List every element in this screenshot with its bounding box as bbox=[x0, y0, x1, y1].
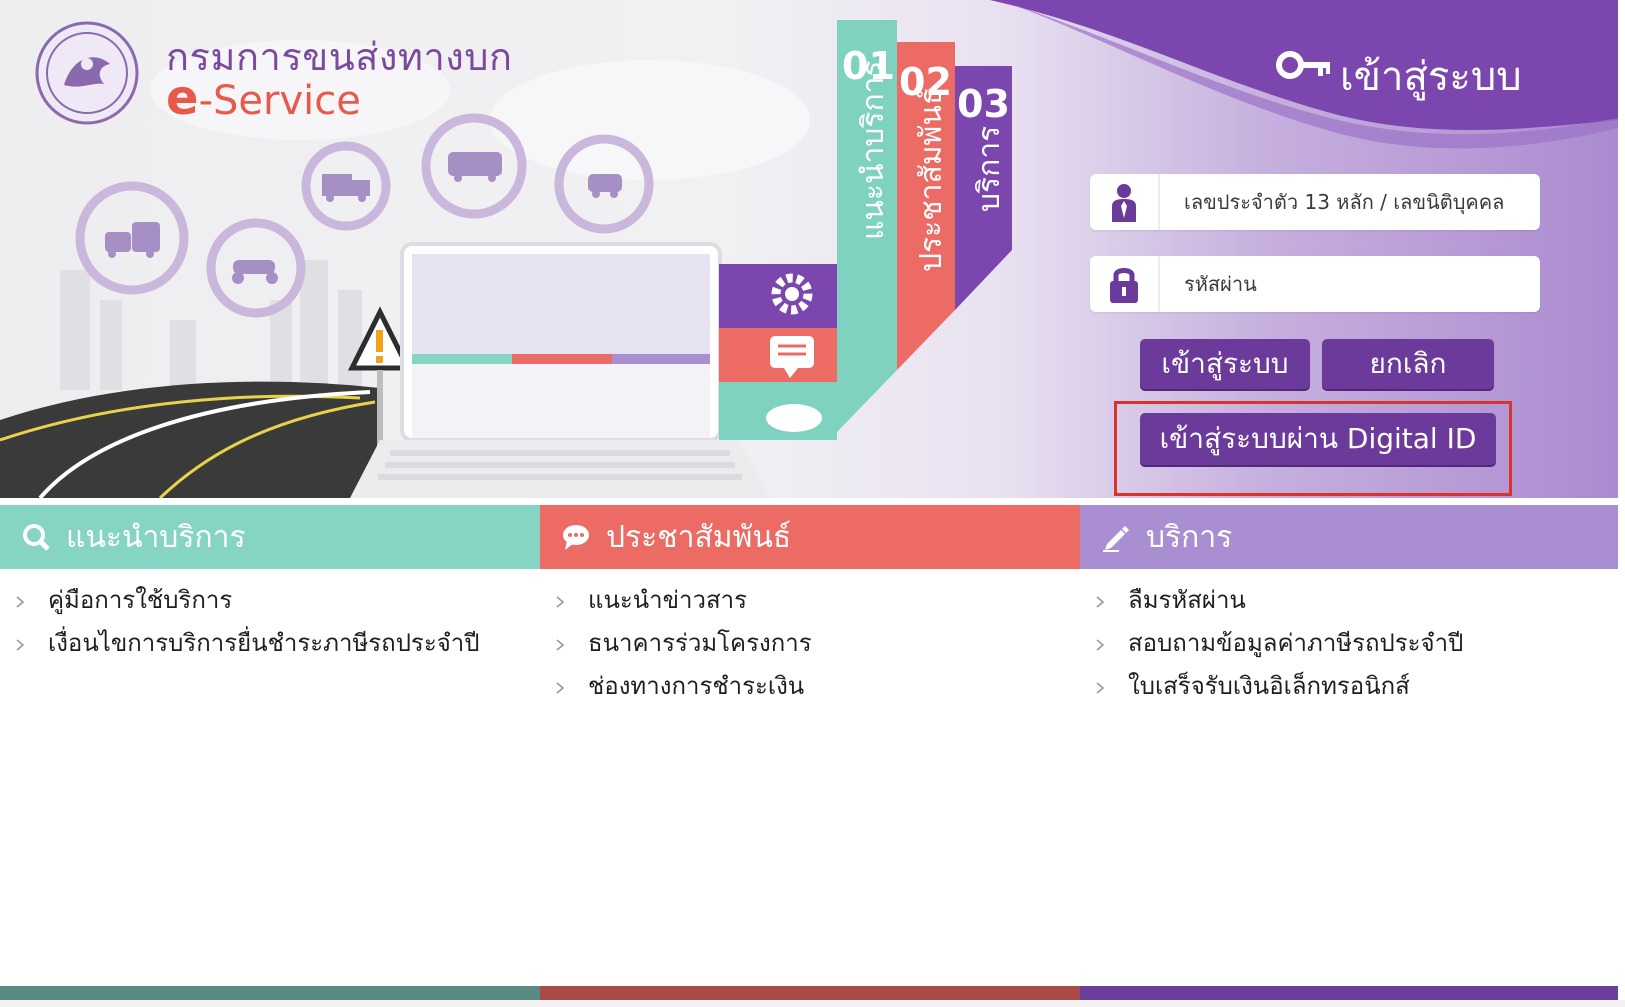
service-guide-section: แนะนำบริการ คู่มือการใช้บริการ เงื่อนไขก… bbox=[0, 505, 540, 1007]
user-icon bbox=[1090, 174, 1160, 230]
chevron-right-icon bbox=[1096, 682, 1105, 694]
eservice-logo: e-Service bbox=[166, 70, 361, 126]
services-title: บริการ bbox=[1146, 519, 1233, 555]
page-bottom-edge bbox=[0, 1000, 1625, 1007]
cancel-button[interactable]: ยกเลิก bbox=[1322, 339, 1494, 389]
chevron-right-icon bbox=[16, 639, 25, 651]
public-relations-title: ประชาสัมพันธ์ bbox=[606, 519, 792, 555]
chevron-right-icon bbox=[556, 639, 565, 651]
step-02-label: ประชาสัมพันธ์ bbox=[914, 86, 949, 272]
list-item-news[interactable]: แนะนำข่าวสาร bbox=[540, 579, 1080, 622]
key-icon bbox=[1276, 51, 1330, 79]
login-heading: เข้าสู่ระบบ bbox=[1340, 54, 1522, 100]
list-item-label: สอบถามข้อมูลค่าภาษีรถประจำปี bbox=[1128, 629, 1464, 657]
digital-id-login-button[interactable]: เข้าสู่ระบบผ่าน Digital ID bbox=[1140, 413, 1496, 465]
services-header: บริการ bbox=[1080, 505, 1618, 569]
banner-illustration bbox=[0, 0, 1618, 498]
list-item-e-receipt[interactable]: ใบเสร็จรับเงินอิเล็กทรอนิกส์ bbox=[1080, 665, 1618, 708]
step-02-number: 02 bbox=[899, 60, 952, 104]
service-guide-header: แนะนำบริการ bbox=[0, 505, 540, 569]
list-item-payment-channels[interactable]: ช่องทางการชำระเงิน bbox=[540, 665, 1080, 708]
list-item-label: ใบเสร็จรับเงินอิเล็กทรอนิกส์ bbox=[1128, 672, 1410, 700]
national-id-input[interactable] bbox=[1182, 189, 1536, 215]
lock-icon bbox=[1090, 256, 1160, 312]
department-seal-icon bbox=[35, 21, 139, 125]
login-button[interactable]: เข้าสู่ระบบ bbox=[1140, 339, 1310, 389]
list-item-label: เงื่อนไขการบริการยื่นชำระภาษีรถประจำปี bbox=[48, 629, 480, 657]
department-name: กรมการขนส่งทางบก bbox=[166, 35, 513, 79]
public-relations-header: ประชาสัมพันธ์ bbox=[540, 505, 1080, 569]
chevron-right-icon bbox=[556, 682, 565, 694]
chat-icon bbox=[556, 517, 596, 557]
list-item-user-manual[interactable]: คู่มือการใช้บริการ bbox=[0, 579, 540, 622]
national-id-field[interactable] bbox=[1090, 174, 1540, 230]
list-item-label: แนะนำข่าวสาร bbox=[588, 586, 748, 614]
eservice-e: e bbox=[166, 70, 199, 126]
services-list: ลืมรหัสผ่าน สอบถามข้อมูลค่าภาษีรถประจำปี… bbox=[1080, 569, 1618, 708]
chevron-right-icon bbox=[556, 596, 565, 608]
password-input[interactable] bbox=[1182, 271, 1536, 297]
step-01-number: 01 bbox=[842, 44, 895, 88]
footer-bar-purple bbox=[1080, 986, 1618, 1000]
services-section: บริการ ลืมรหัสผ่าน สอบถามข้อมูลค่าภาษีรถ… bbox=[1080, 505, 1618, 1007]
step-03-label: บริการ bbox=[972, 125, 1007, 212]
service-guide-title: แนะนำบริการ bbox=[66, 519, 246, 555]
chevron-right-icon bbox=[1096, 596, 1105, 608]
digital-id-highlight-box bbox=[1114, 401, 1512, 496]
step-03-number: 03 bbox=[957, 82, 1010, 126]
list-item-tax-conditions[interactable]: เงื่อนไขการบริการยื่นชำระภาษีรถประจำปี bbox=[0, 622, 540, 665]
service-guide-list: คู่มือการใช้บริการ เงื่อนไขการบริการยื่น… bbox=[0, 569, 540, 665]
public-relations-section: ประชาสัมพันธ์ แนะนำข่าวสาร ธนาคารร่วมโคร… bbox=[540, 505, 1080, 1007]
list-item-label: ธนาคารร่วมโครงการ bbox=[588, 629, 812, 657]
pencil-icon bbox=[1096, 517, 1136, 557]
search-icon bbox=[16, 517, 56, 557]
city-skyline bbox=[60, 260, 362, 390]
chevron-right-icon bbox=[1096, 639, 1105, 651]
footer-bar-teal bbox=[0, 986, 540, 1000]
footer-bar-coral bbox=[540, 986, 1080, 1000]
password-field[interactable] bbox=[1090, 256, 1540, 312]
public-relations-list: แนะนำข่าวสาร ธนาคารร่วมโครงการ ช่องทางกา… bbox=[540, 569, 1080, 708]
chevron-right-icon bbox=[16, 596, 25, 608]
list-item-tax-inquiry[interactable]: สอบถามข้อมูลค่าภาษีรถประจำปี bbox=[1080, 622, 1618, 665]
step-01-label: แนะนำบริการ bbox=[856, 60, 891, 240]
list-item-forgot-password[interactable]: ลืมรหัสผ่าน bbox=[1080, 579, 1618, 622]
list-item-label: ลืมรหัสผ่าน bbox=[1128, 586, 1246, 614]
eservice-text: -Service bbox=[198, 78, 361, 124]
list-item-label: ช่องทางการชำระเงิน bbox=[588, 672, 805, 700]
list-item-partner-banks[interactable]: ธนาคารร่วมโครงการ bbox=[540, 622, 1080, 665]
list-item-label: คู่มือการใช้บริการ bbox=[48, 586, 233, 614]
hero-banner: กรมการขนส่งทางบก e-Service 01 แนะนำบริกา… bbox=[0, 0, 1618, 498]
